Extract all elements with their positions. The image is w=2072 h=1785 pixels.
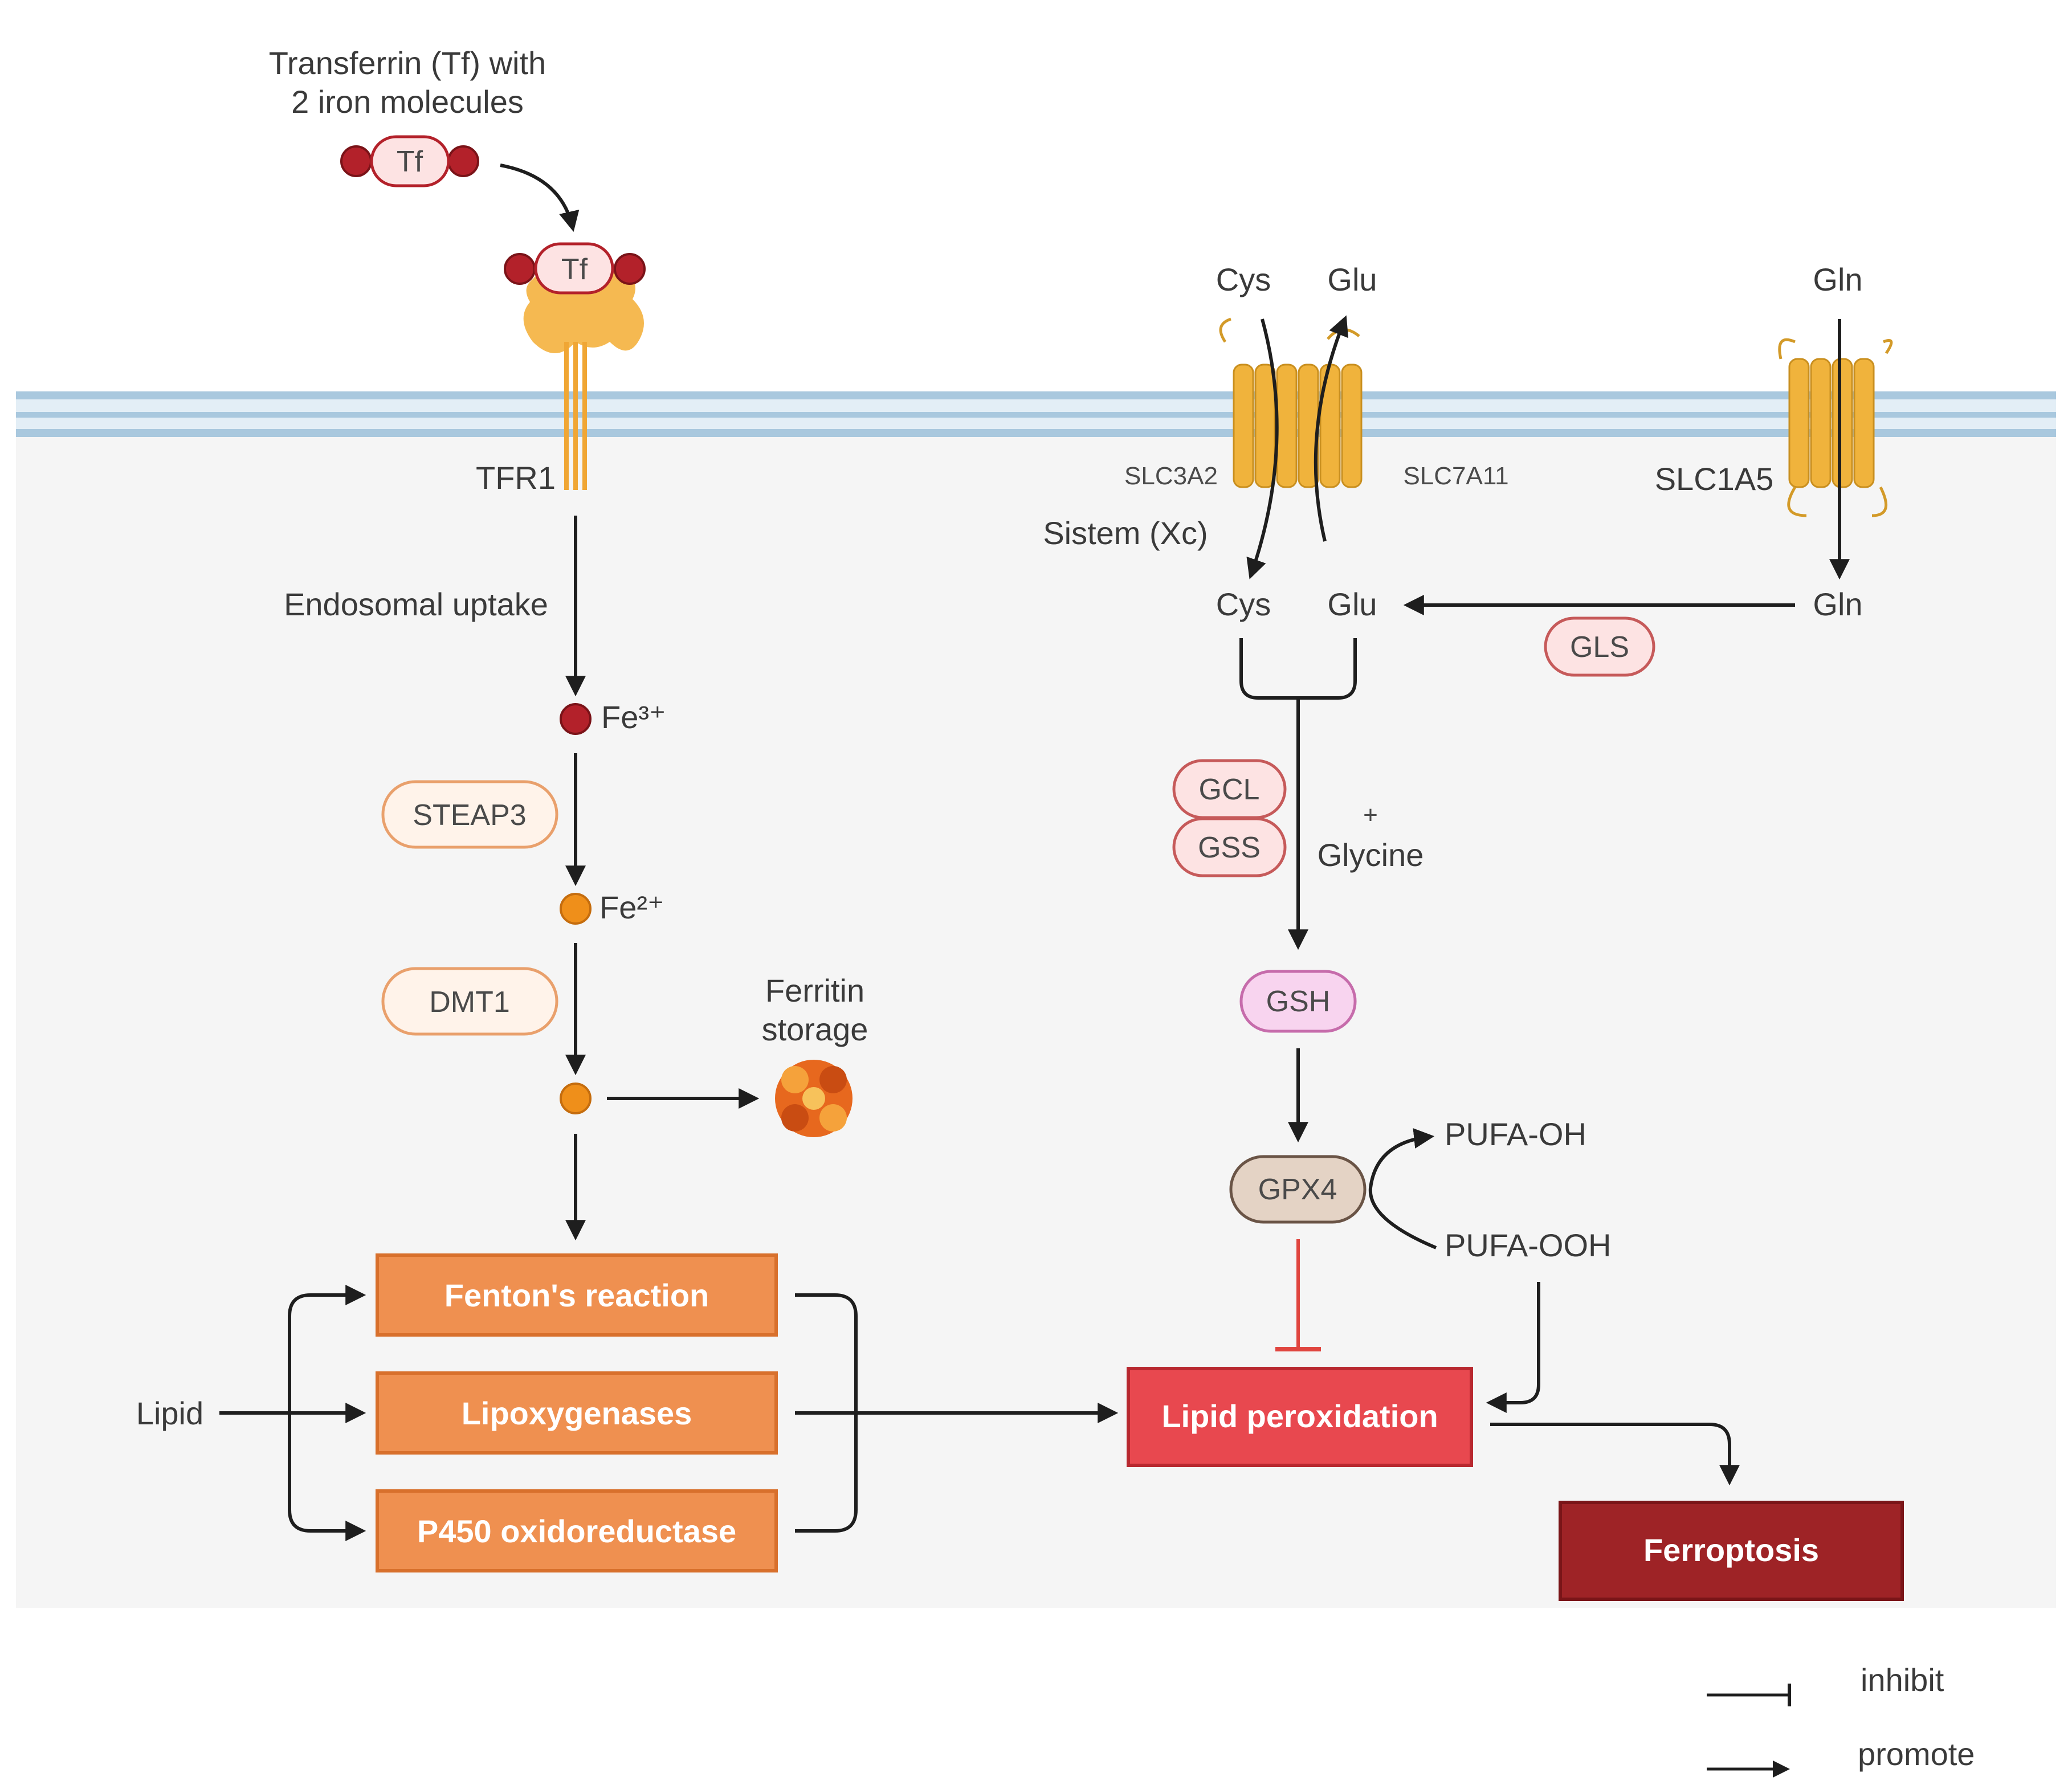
glu-export-arrow [1314, 315, 1349, 542]
pufa-conversion-arrow [1368, 1128, 1437, 1249]
p450-box [376, 1489, 778, 1572]
gls-label: GLS [1570, 631, 1629, 664]
fenton-label: Fenton's reaction [444, 1277, 709, 1313]
gss-label: GSS [1198, 831, 1261, 864]
lipid-peroxidation-box [1127, 1367, 1473, 1467]
glycine-plus: + [1363, 801, 1378, 829]
gpx4-inhibit-marker [1275, 1239, 1321, 1351]
glu-out-label: Glu [1327, 262, 1377, 297]
gpx4-pill [1229, 1155, 1367, 1224]
gsh-label: GSH [1266, 985, 1331, 1018]
gln-in-label: Gln [1813, 586, 1862, 622]
gls-pill [1544, 616, 1655, 677]
lipoxygenases-label: Lipoxygenases [462, 1395, 692, 1431]
slc3a2-label: SLC3A2 [1124, 462, 1218, 490]
transferrin-caption-line2: 2 iron molecules [291, 84, 524, 120]
iron-molecule [504, 253, 536, 285]
gsh-pill [1239, 970, 1357, 1033]
legend: inhibit promote [1707, 1662, 1975, 1778]
iron-molecule [340, 145, 372, 177]
dmt1-pill [381, 967, 558, 1036]
slc1a5-transporter [1778, 338, 1893, 517]
slc7a11-label: SLC7A11 [1403, 462, 1508, 490]
system-xc-label: Sistem (Xc) [1043, 515, 1208, 551]
transferrin-free: Tf [340, 135, 479, 187]
ferroptosis-box [1559, 1501, 1904, 1601]
tfr1-receptor: Tf [504, 242, 646, 490]
gln-out-label: Gln [1813, 262, 1862, 297]
ferritin-label-line2: storage [762, 1011, 868, 1047]
fe3-dot [560, 703, 592, 735]
fe2-dot [560, 893, 592, 925]
cys-in-label: Cys [1216, 586, 1271, 622]
system-xc-transporter [1219, 317, 1363, 488]
lipid-label: Lipid [136, 1395, 203, 1431]
gcl-label: GCL [1199, 773, 1260, 806]
gpx4-label: GPX4 [1258, 1173, 1337, 1206]
endosomal-uptake-label: Endosomal uptake [284, 586, 548, 622]
cys-out-label: Cys [1216, 262, 1271, 297]
cell-membrane [16, 391, 2056, 437]
fenton-box [376, 1253, 778, 1337]
lipoxygenases-box [376, 1371, 778, 1455]
glu-in-label: Glu [1327, 586, 1377, 622]
fe2-pool-dot [560, 1083, 592, 1114]
iron-molecule [447, 145, 479, 177]
gss-pill [1172, 817, 1287, 877]
glycine-label: Glycine [1318, 837, 1424, 873]
tf-bound-label: Tf [561, 253, 588, 286]
pufa-ooh-to-perox [1486, 1282, 1540, 1413]
ferritin-icon [775, 1060, 853, 1137]
legend-promote-label: promote [1858, 1736, 1975, 1772]
lipid-peroxidation-label: Lipid peroxidation [1161, 1398, 1438, 1434]
p450-label: P450 oxidoreductase [417, 1513, 736, 1549]
pufa-oh-label: PUFA-OH [1445, 1116, 1586, 1152]
tfr1-label: TFR1 [476, 460, 556, 496]
tf-label: Tf [397, 145, 423, 178]
ferritin-label-line1: Ferritin [765, 973, 864, 1008]
fe3-label: Fe³⁺ [601, 699, 666, 735]
legend-inhibit-label: inhibit [1861, 1662, 1944, 1698]
slc1a5-label: SLC1A5 [1655, 461, 1774, 497]
to-ferroptosis-arrow [1490, 1423, 1740, 1486]
steap3-label: STEAP3 [413, 799, 526, 832]
iron-molecule [614, 253, 646, 285]
binding-arrow [500, 164, 580, 232]
dmt1-label: DMT1 [429, 986, 510, 1019]
ferroptosis-label: Ferroptosis [1643, 1532, 1819, 1568]
lipid-bracket [288, 1293, 362, 1533]
pufa-ooh-label: PUFA-OOH [1445, 1227, 1611, 1263]
transferrin-caption-line1: Transferrin (Tf) with [269, 45, 546, 81]
steap3-pill [381, 780, 558, 849]
cys-import-arrow [1246, 318, 1279, 579]
fe2-label: Fe²⁺ [599, 889, 664, 925]
